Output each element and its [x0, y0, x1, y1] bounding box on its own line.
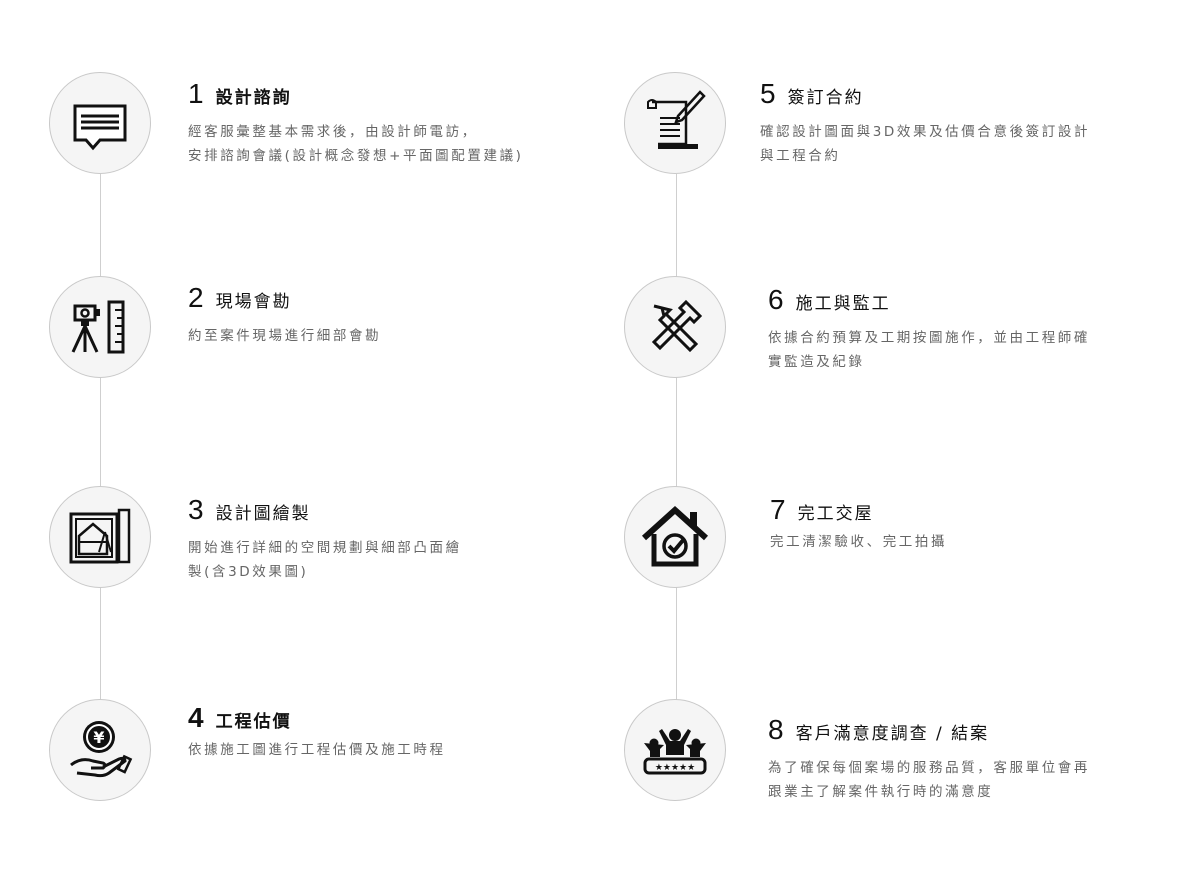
step-number: 4 [188, 702, 204, 733]
step-desc-line: 依據施工圖進行工程估價及施工時程 [188, 742, 446, 758]
step-title: 設計圖繪製 [215, 504, 311, 524]
svg-text:¥: ¥ [93, 728, 104, 747]
step-title: 現場會勘 [215, 292, 292, 312]
step-desc-line: 約至案件現場進行細部會勘 [188, 328, 382, 344]
blueprint-icon [69, 508, 131, 564]
step-2-icon-circle [49, 276, 151, 378]
step-7: 7 完工交屋 完工清潔驗收、完工拍攝 [770, 494, 1190, 554]
step-number: 1 [188, 78, 204, 109]
step-desc-line: 依據合約預算及工期按圖施作，並由工程師確 [768, 330, 1090, 346]
step-4: 4 工程估價 依據施工圖進行工程估價及施工時程 [188, 702, 608, 762]
surveyor-camera-icon [71, 300, 125, 354]
tools-icon [651, 299, 703, 353]
step-title: 客戶滿意度調查 / 結案 [795, 724, 990, 744]
step-desc-line: 為了確保每個案場的服務品質，客服單位會再 [768, 760, 1090, 776]
step-5: 5 簽訂合約 確認設計圖面與3D效果及估價合意後簽訂設計與工程合約 [760, 78, 1180, 168]
step-8-icon-circle: ★★★★★ [624, 699, 726, 801]
step-7-icon-circle [624, 486, 726, 588]
step-desc-line: 跟業主了解案件執行時的滿意度 [768, 784, 994, 800]
step-2: 2 現場會勘 約至案件現場進行細部會勘 [188, 282, 608, 348]
step-1: 1 設計諮詢 經客服彙整基本需求後，由設計師電訪， 安排諮詢會議(設計概念發想+平面… [188, 78, 608, 168]
step-number: 6 [768, 284, 784, 315]
house-check-icon [641, 505, 709, 567]
speech-bubble-icon [73, 104, 127, 151]
step-title: 完工交屋 [797, 504, 874, 524]
step-number: 2 [188, 282, 204, 313]
step-8: 8 客戶滿意度調查 / 結案 為了確保每個案場的服務品質，客服單位會再跟業主了解案… [768, 714, 1188, 804]
step-desc-line: 開始進行詳細的空間規劃與細部凸面繪 [188, 540, 462, 556]
step-number: 8 [768, 714, 784, 745]
step-1-icon-circle [49, 72, 151, 174]
step-title: 簽訂合約 [787, 88, 864, 108]
timeline-left [100, 174, 101, 750]
step-3: 3 設計圖繪製 開始進行詳細的空間規劃與細部凸面繪製(含3D效果圖) [188, 494, 608, 584]
step-number: 3 [188, 494, 204, 525]
step-desc-line: 安排諮詢會議(設計概念發想+平面圖配置建議) [188, 148, 524, 164]
step-desc-line: 確認設計圖面與3D效果及估價合意後簽訂設計 [760, 124, 1091, 140]
step-desc-line: 經客服彙整基本需求後，由設計師電訪， [188, 124, 478, 140]
step-3-icon-circle [49, 486, 151, 588]
step-desc-line: 與工程合約 [760, 148, 841, 164]
step-title: 設計諮詢 [215, 88, 292, 108]
yen-coin-hand-icon: ¥ [70, 721, 133, 778]
step-6: 6 施工與監工 依據合約預算及工期按圖施作，並由工程師確實監造及紀錄 [760, 284, 1188, 374]
step-4-icon-circle: ¥ [49, 699, 151, 801]
timeline-right [676, 174, 677, 750]
contract-scroll-icon [647, 90, 706, 149]
step-desc-line: 實監造及紀錄 [768, 354, 865, 370]
step-title: 工程估價 [215, 712, 292, 732]
step-desc-line: 完工清潔驗收、完工拍攝 [770, 534, 948, 550]
step-6-icon-circle [624, 276, 726, 378]
step-desc-line: 製(含3D效果圖) [188, 564, 309, 580]
customer-rating-icon: ★★★★★ [643, 729, 707, 775]
step-number: 5 [760, 78, 776, 109]
step-5-icon-circle [624, 72, 726, 174]
step-number: 7 [770, 494, 786, 525]
step-title: 施工與監工 [795, 294, 891, 314]
svg-text:★★★★★: ★★★★★ [655, 763, 695, 773]
